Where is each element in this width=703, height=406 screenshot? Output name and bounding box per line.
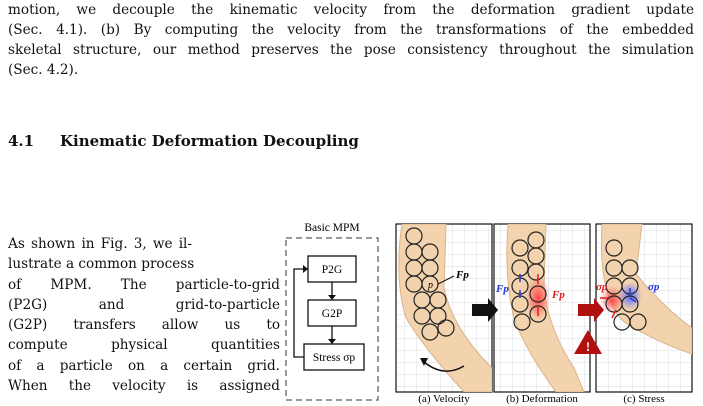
body-line: When the velocity is assigned — [8, 378, 280, 395]
mpm-figure: Basic MPM P2G G2P Stress σp p Fp (a) — [285, 222, 693, 405]
rotation-arrow — [423, 361, 465, 372]
leg-shape-c — [601, 224, 692, 355]
black-transition-arrow — [472, 298, 498, 322]
section-heading: 4.1 Kinematic Deformation Decoupling — [8, 132, 359, 150]
particle-label: p — [427, 280, 433, 291]
stress-label: Stress σp — [313, 352, 356, 364]
body-text: As shown in Fig. 3, we il- lustrate a co… — [8, 234, 280, 396]
body-line: (G2P) transfers allow us to — [8, 317, 280, 334]
caption-line: (Sec. 4.1). (b) By computing the velocit… — [8, 22, 694, 38]
p2g-step — [307, 255, 357, 283]
caption-line: motion, we decouple the kinematic veloci… — [8, 2, 694, 18]
section-number: 4.1 — [8, 132, 35, 150]
red-stress-arrows — [600, 297, 617, 319]
g2p-label: G2P — [322, 308, 342, 320]
stress-step — [303, 343, 365, 371]
f-pointer — [437, 275, 455, 285]
f-label-b-red: Fp — [551, 289, 565, 301]
rotation-arrowhead — [420, 358, 428, 366]
caption-line: skeletal structure, our method preserves… — [8, 42, 694, 58]
p2g-label: P2G — [322, 264, 342, 276]
sigma-label-red: σp — [596, 281, 608, 293]
body-line: (P2G) and grid-to-particle — [8, 296, 280, 313]
f-label-a: Fp — [455, 269, 469, 281]
warning-mark: ! — [586, 339, 590, 354]
body-line: of a particle on a certain grid. — [8, 357, 280, 374]
body-line: of MPM. The particle-to-grid — [8, 276, 280, 293]
flow-arrows — [293, 268, 333, 358]
sigma-label-blue: σp — [648, 281, 660, 293]
caption-line: (Sec. 4.2). — [8, 62, 79, 78]
body-line: compute physical quantities — [8, 337, 280, 354]
section-title: Kinematic Deformation Decoupling — [60, 132, 359, 150]
warning-triangle — [574, 330, 602, 354]
panel-label-stress: (c) Stress — [623, 393, 664, 405]
panel-label-velocity: (a) Velocity — [418, 393, 470, 405]
g2p-step — [307, 299, 357, 327]
red-transition-arrow — [578, 298, 604, 322]
f-label-b-blue: Fp — [495, 283, 509, 295]
body-line: As shown in Fig. 3, we il- — [8, 236, 192, 252]
basic-mpm-box — [285, 237, 379, 401]
particle-cluster-a — [405, 227, 455, 341]
particle-cluster-c — [605, 239, 647, 331]
panel-label-deformation: (b) Deformation — [506, 393, 578, 405]
body-line: lustrate a common process — [8, 256, 195, 273]
blue-stress-arrows — [629, 288, 637, 303]
flow-arrowheads — [303, 265, 336, 344]
basic-mpm-title: Basic MPM — [304, 222, 359, 234]
